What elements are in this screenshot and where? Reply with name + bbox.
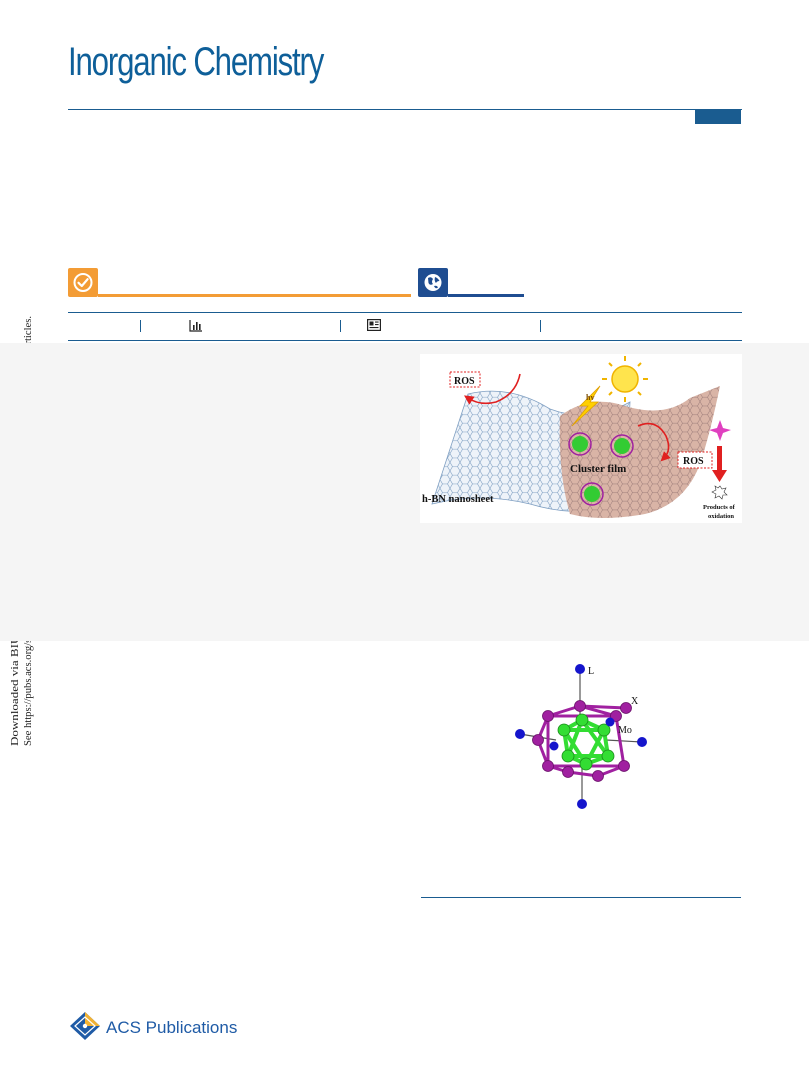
halide-label: X — [631, 696, 639, 707]
figure-bottom-rule — [421, 897, 741, 898]
acs-publications-logo: ACS Publications — [70, 1012, 237, 1040]
ros-top-label: ROS — [454, 376, 475, 387]
global-access-badge — [418, 268, 448, 297]
cluster-glyph — [568, 432, 592, 456]
check-circle-icon — [73, 273, 93, 292]
header-tab — [695, 109, 741, 124]
journal-title: Inorganic Chemistry — [68, 40, 324, 84]
globe-icon — [424, 274, 442, 291]
metrics-rule-top — [68, 312, 742, 313]
cluster-glyph — [610, 434, 634, 458]
cluster-glyph — [580, 482, 604, 506]
acs-shield-icon — [70, 1012, 100, 1040]
lightning-icon — [571, 385, 601, 427]
article-icon[interactable] — [367, 319, 381, 331]
toc-graphic: hv ROS ROS Products of oxidation Cluster… — [420, 354, 742, 523]
publisher-name: ACS Publications — [106, 1018, 237, 1037]
header-rule — [68, 109, 742, 110]
hv-label: hv — [586, 393, 594, 402]
nanosheet-label: h-BN nanosheet — [422, 494, 494, 505]
burst-icon — [711, 485, 728, 500]
cluster-structure-figure: L X Mo — [515, 664, 647, 809]
ligand-label: L — [588, 666, 594, 677]
open-access-bar — [98, 294, 411, 297]
global-access-bar — [448, 294, 524, 297]
ros-right-label: ROS — [683, 456, 704, 467]
metrics-separator — [340, 320, 341, 332]
molybdenum-label: Mo — [618, 725, 632, 736]
star-icon — [709, 420, 731, 441]
metrics-rule-bottom — [68, 340, 742, 341]
products-label-line2: oxidation — [708, 513, 734, 520]
cluster-film-label: Cluster film — [570, 463, 626, 475]
metrics-separator — [540, 320, 541, 332]
bar-chart-icon[interactable] — [189, 319, 203, 332]
products-label-line1: Products of — [703, 504, 736, 511]
metrics-separator — [140, 320, 141, 332]
sun-icon — [602, 356, 648, 402]
open-access-badge — [68, 268, 98, 297]
